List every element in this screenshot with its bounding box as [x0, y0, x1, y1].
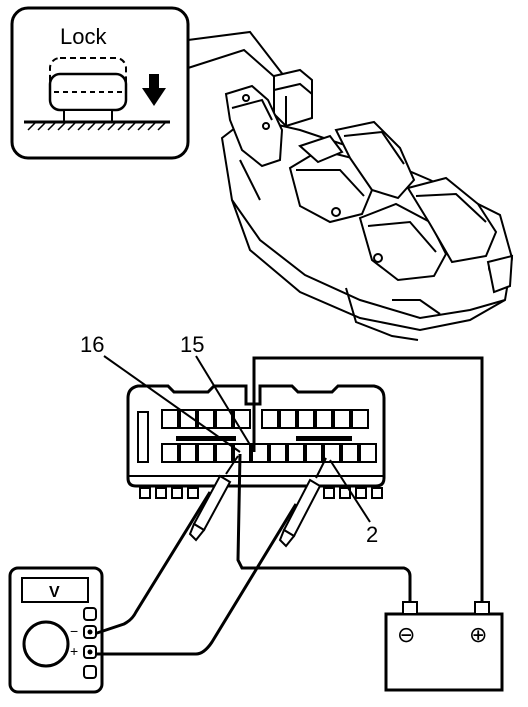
lock-inset: Lock — [10, 6, 285, 160]
pin-15-label: 15 — [180, 332, 204, 357]
voltmeter: V − + — [8, 566, 104, 694]
wires — [93, 356, 484, 656]
pin-16-label: 16 — [80, 332, 104, 357]
meter-display: V — [49, 584, 60, 601]
test-probes — [188, 455, 327, 548]
lock-label: Lock — [60, 24, 107, 49]
battery-negative-icon: ⊖ — [397, 622, 415, 647]
window-switch-assembly — [220, 68, 514, 341]
pin-labels: 16 15 2 — [80, 332, 378, 547]
meter-plus-label: + — [70, 643, 78, 659]
pin-2-label: 2 — [366, 522, 378, 547]
meter-dial — [22, 620, 70, 668]
battery: ⊖ ⊕ — [384, 601, 504, 692]
arrow-down-icon — [142, 74, 166, 106]
meter-minus-label: − — [70, 623, 78, 639]
connector — [126, 384, 386, 499]
battery-positive-icon: ⊕ — [469, 622, 487, 647]
